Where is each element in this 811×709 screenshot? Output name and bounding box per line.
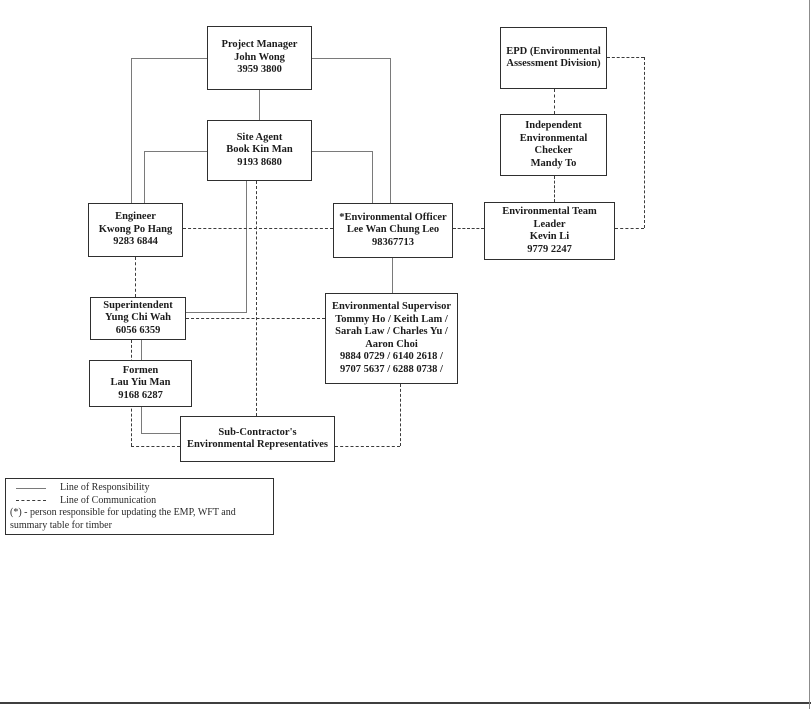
connector-envofficer-envsupervisor — [392, 258, 393, 293]
phone-number: 9779 2247 — [527, 243, 572, 255]
page-border-right — [809, 0, 810, 709]
connector-pm-engineer-h — [131, 58, 207, 59]
phone-number: 6056 6359 — [115, 324, 161, 336]
connector-pm-envofficer-v — [390, 58, 391, 203]
connector-envsupervisor-subcontractor-dashed-h — [335, 446, 400, 447]
person-name: Yung Chi Wah — [105, 312, 171, 324]
box-environmental-supervisor: Environmental Supervisor Tommy Ho / Keit… — [325, 293, 458, 384]
legend-note-line1: (*) - person responsible for updating th… — [10, 507, 236, 518]
connector-siteagent-subcontractor-dashed — [256, 181, 257, 416]
connector-siteagent-superintendent-v — [246, 181, 247, 312]
role-title: Superintendent — [103, 299, 173, 311]
connector-siteagent-engineer-h — [144, 151, 207, 152]
person-name: Mandy To — [530, 157, 577, 169]
connector-engineer-superintendent-dashed — [135, 257, 136, 297]
connector-teamleader-epd-dashed-h2 — [607, 57, 644, 58]
role-title-line3: Checker — [534, 145, 573, 156]
solid-line-swatch — [16, 487, 46, 489]
legend-note-line2: summary table for timber — [10, 519, 112, 531]
role-title-line1: Independent — [525, 120, 582, 131]
person-name: Kwong Po Hang — [98, 223, 173, 235]
box-subcontractor-representatives: Sub-Contractor's Environmental Represent… — [180, 416, 335, 462]
role-title: Site Agent — [236, 131, 283, 143]
box-epd: EPD (Environmental Assessment Division) — [500, 27, 607, 89]
person-name: John Wong — [234, 51, 285, 63]
connector-superintendent-envsupervisor-dashed — [186, 318, 325, 319]
connector-epd-iec-dashed — [554, 89, 555, 114]
role-title-line1: Sub-Contractor's — [218, 426, 297, 438]
connector-pm-siteagent — [259, 90, 260, 120]
role-title: Project Manager — [221, 39, 298, 51]
connector-envofficer-teamleader-dashed — [453, 228, 484, 229]
box-project-manager: Project Manager John Wong 3959 3800 — [207, 26, 312, 90]
box-site-agent: Site Agent Book Kin Man 9193 8680 — [207, 120, 312, 181]
phone-number: 98367713 — [372, 236, 414, 248]
phone-number: 9168 6287 — [118, 389, 163, 401]
legend-row-communication: Line of Communication — [10, 495, 269, 508]
box-superintendent: Superintendent Yung Chi Wah 6056 6359 — [90, 297, 186, 340]
page-border-bottom — [0, 702, 811, 704]
connector-pm-engineer-v — [131, 58, 132, 203]
legend-box: Line of Responsibility Line of Communica… — [5, 478, 274, 535]
box-environmental-officer: *Environmental Officer Lee Wan Chung Leo… — [333, 203, 453, 258]
box-environmental-team-leader: Environmental Team Leader Kevin Li 9779 … — [484, 202, 615, 260]
role-title: Engineer — [115, 211, 156, 223]
org-name-line1: EPD (Environmental — [506, 45, 601, 57]
org-name-line2: Assessment Division) — [506, 58, 601, 69]
phone-number: 3959 3800 — [237, 64, 282, 76]
role-title-line1: Environmental Team — [502, 206, 597, 217]
role-title: Environmental Supervisor — [331, 301, 452, 312]
phone-numbers2: 9707 5637 / 6288 0738 / — [340, 363, 443, 375]
person-names1: Tommy Ho / Keith Lam / — [335, 313, 448, 325]
legend-row-responsibility: Line of Responsibility — [10, 482, 269, 495]
connector-siteagent-envofficer-h — [312, 151, 372, 152]
person-names2: Sarah Law / Charles Yu / — [335, 326, 448, 337]
person-names3: Aaron Choi — [365, 338, 418, 350]
connector-formen-subcontractor-h — [141, 433, 180, 434]
box-independent-environmental-checker: Independent Environmental Checker Mandy … — [500, 114, 607, 176]
connector-envsupervisor-subcontractor-dashed-v — [400, 384, 401, 446]
role-title: Formen — [122, 364, 159, 376]
connector-formen-subcontractor-v — [141, 407, 142, 433]
box-engineer: Engineer Kwong Po Hang 9283 6844 — [88, 203, 183, 257]
connector-superintendent-formen — [141, 340, 142, 360]
phone-number: 9193 8680 — [237, 156, 282, 168]
connector-superintendent-subcontractor-dashed-h — [131, 446, 180, 447]
connector-teamleader-epd-dashed-v — [644, 57, 645, 228]
connector-teamleader-epd-dashed-h1 — [615, 228, 644, 229]
connector-siteagent-superintendent-h — [186, 312, 247, 313]
connector-engineer-envofficer-dashed — [183, 228, 333, 229]
legend-responsibility-label: Line of Responsibility — [60, 482, 150, 493]
dashed-line-swatch — [16, 500, 46, 502]
role-title: *Environmental Officer — [339, 211, 447, 223]
person-name: Lee Wan Chung Leo — [346, 224, 440, 236]
connector-siteagent-engineer-v — [144, 151, 145, 203]
role-title-line2: Environmental — [519, 132, 588, 144]
box-formen: Formen Lau Yiu Man 9168 6287 — [89, 360, 192, 407]
role-title-line2: Leader — [533, 218, 566, 230]
person-name: Lau Yiu Man — [110, 377, 171, 389]
person-name: Kevin Li — [529, 231, 570, 242]
legend-communication-label: Line of Communication — [60, 494, 157, 506]
connector-pm-envofficer-h — [312, 58, 390, 59]
connector-siteagent-envofficer-v — [372, 151, 373, 203]
phone-number: 9283 6844 — [113, 236, 158, 248]
phone-numbers1: 9884 0729 / 6140 2618 / — [340, 351, 443, 362]
role-title-line2: Environmental Representatives — [186, 439, 329, 450]
connector-iec-teamleader-dashed — [554, 176, 555, 202]
person-name: Book Kin Man — [226, 144, 293, 156]
